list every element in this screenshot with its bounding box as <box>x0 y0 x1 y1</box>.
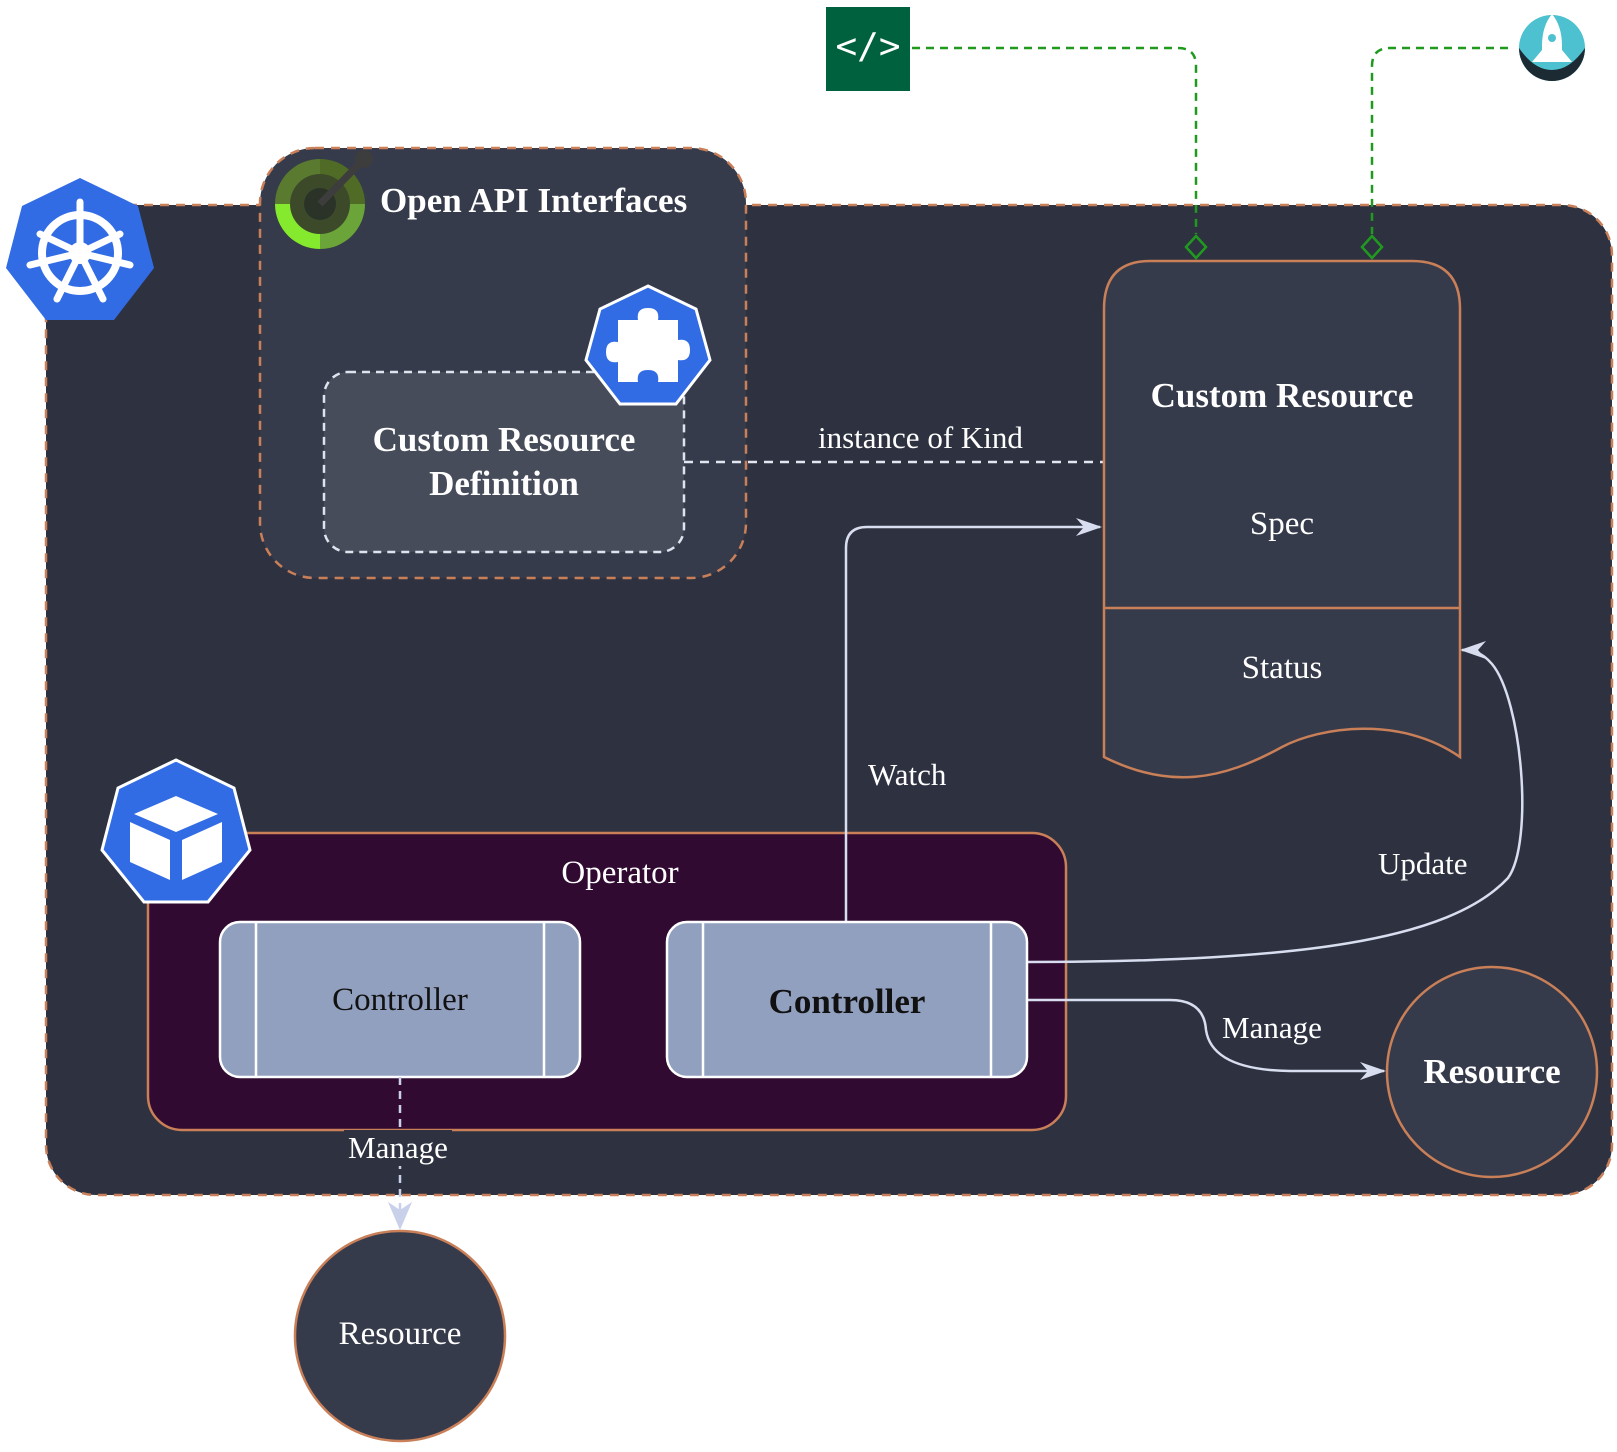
code-connector <box>912 46 1198 234</box>
rocket-connector-diamond <box>1360 234 1384 260</box>
controller-right-node[interactable] <box>665 920 1029 1079</box>
code-icon-glyph: </> <box>835 26 901 67</box>
manage-right-edge <box>1026 998 1386 1080</box>
manage-right-label: Manage <box>1222 1010 1322 1045</box>
manage-bottom-arrowhead <box>388 1202 412 1230</box>
controller-left-label: Controller <box>332 982 468 1018</box>
watch-label: Watch <box>868 757 947 792</box>
resource-right-label: Resource <box>1423 1052 1561 1091</box>
crd-node[interactable] <box>322 370 686 554</box>
custom-resource-title: Custom Resource <box>1150 376 1414 415</box>
resource-right-node[interactable] <box>1385 965 1599 1179</box>
instance-of-kind-label: instance of Kind <box>818 420 1023 455</box>
kubernetes-helm-icon <box>6 178 154 320</box>
code-icon <box>826 7 910 91</box>
operator-cube-icon <box>100 758 252 904</box>
spec-section-label: Spec <box>1249 506 1315 542</box>
manage-bottom-label: Manage <box>344 1130 452 1166</box>
crd-puzzle-icon <box>584 284 712 406</box>
controller-right-label: Controller <box>768 982 926 1021</box>
crd-title: Custom Resource Definition <box>372 420 636 503</box>
openapi-group-title: Open API Interfaces <box>380 181 688 220</box>
rocket-connector <box>1370 46 1508 234</box>
update-edge <box>1025 641 1524 964</box>
status-section-label: Status <box>1241 650 1323 686</box>
custom-resource-node[interactable] <box>1102 259 1462 779</box>
controller-left-node[interactable] <box>218 920 582 1079</box>
watch-edge <box>844 518 1102 922</box>
update-label: Update <box>1378 846 1468 881</box>
openapi-icon <box>275 150 373 249</box>
rocket-icon <box>1519 14 1585 81</box>
resource-bottom-label: Resource <box>338 1316 462 1352</box>
code-connector-diamond <box>1184 234 1208 260</box>
operator-title: Operator <box>561 855 679 891</box>
resource-bottom-node[interactable] <box>293 1229 507 1443</box>
